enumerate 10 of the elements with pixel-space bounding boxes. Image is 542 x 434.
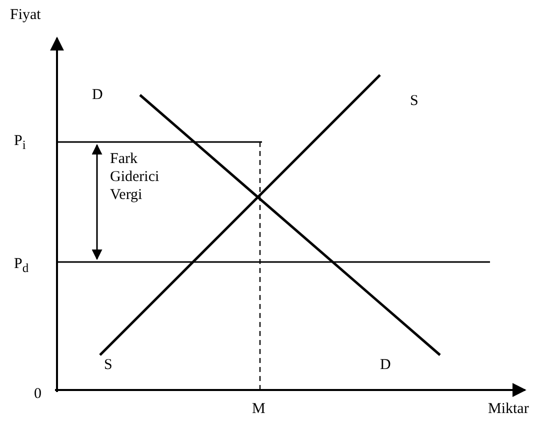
- origin-label: 0: [34, 385, 42, 403]
- quantity-label: M: [252, 400, 266, 418]
- price-label: P$_{d}$: [14, 255, 29, 276]
- curve-label: D: [380, 356, 391, 374]
- curve-label: D: [92, 86, 103, 104]
- curve-label: S: [104, 356, 112, 374]
- price-label: P$_{i}$: [14, 132, 26, 153]
- curve-label: S: [410, 92, 418, 110]
- axis-label: Fiyat: [10, 6, 41, 24]
- axis-label: Miktar: [488, 400, 529, 418]
